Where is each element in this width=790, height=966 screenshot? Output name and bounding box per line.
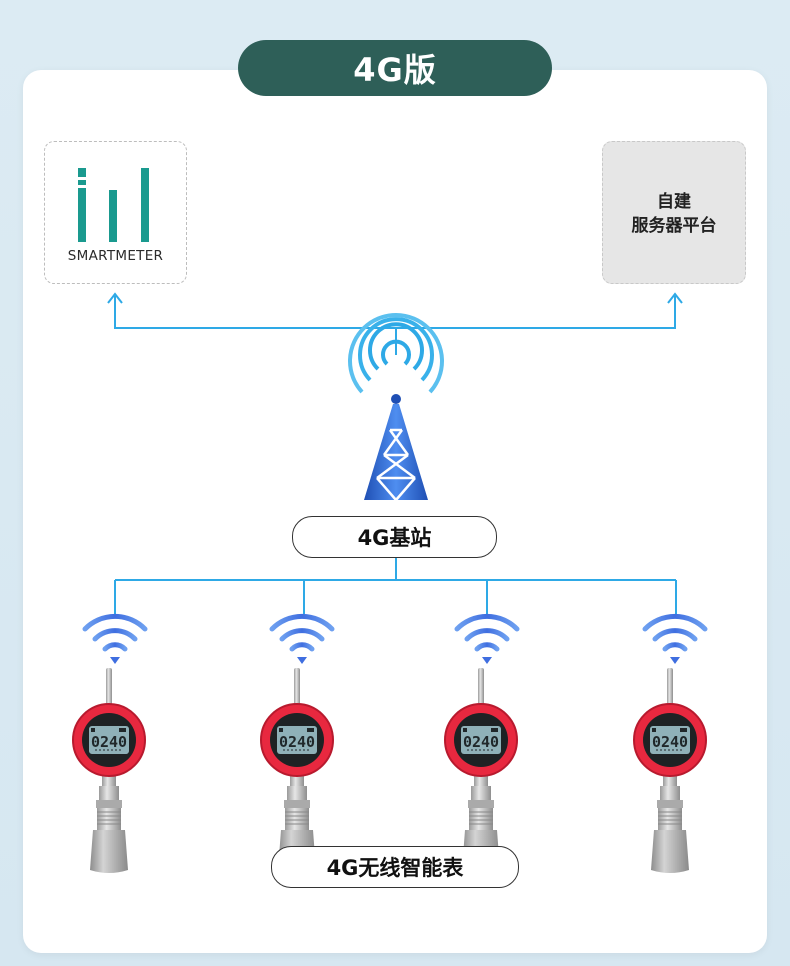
cell-tower-icon bbox=[348, 313, 444, 501]
wifi-icon bbox=[85, 616, 145, 664]
smart-meter-label: 4G无线智能表 bbox=[271, 846, 519, 888]
smart-meter-device bbox=[633, 667, 707, 874]
wifi-icon bbox=[272, 616, 332, 664]
smart-meter-device bbox=[444, 667, 518, 874]
server-label-line2: 服务器平台 bbox=[631, 216, 717, 236]
server-label-line1: 自建 bbox=[657, 192, 691, 212]
arrow-up-icon bbox=[107, 292, 123, 304]
smartmeter-logo-icon bbox=[75, 168, 149, 242]
arrow-up-icon bbox=[667, 292, 683, 304]
server-platform-box: 自建 服务器平台 bbox=[602, 141, 746, 284]
downlink-lines bbox=[114, 558, 677, 614]
wifi-icon bbox=[457, 616, 517, 664]
smartmeter-logo-box: SMARTMETER bbox=[44, 141, 187, 284]
server-label: 自建 服务器平台 bbox=[603, 190, 745, 238]
logo-text: SMARTMETER bbox=[67, 248, 164, 264]
base-station-label: 4G基站 bbox=[292, 516, 497, 558]
wifi-icon bbox=[645, 616, 705, 664]
smart-meter-device bbox=[260, 667, 334, 874]
page-title: 4G版 bbox=[238, 40, 552, 96]
smart-meter-device bbox=[72, 667, 146, 874]
